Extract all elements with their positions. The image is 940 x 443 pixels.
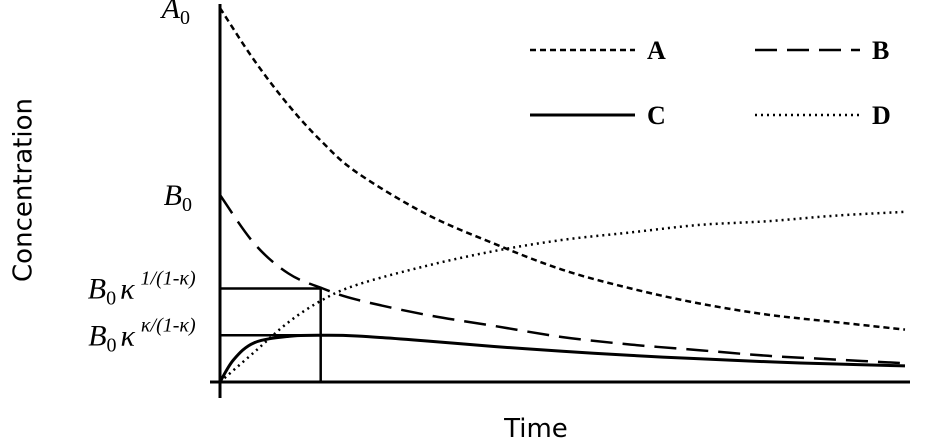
series-line-b [218, 194, 906, 365]
series-line-a [218, 7, 906, 331]
legend-label: B [872, 36, 889, 65]
series-lines [218, 7, 906, 383]
y-tick-label-text: A0 [160, 0, 190, 29]
y-tick-label: A0 [160, 0, 190, 29]
legend-label: A [647, 36, 666, 65]
legend: A B C D [530, 36, 891, 130]
y-axis-label: Concentration [9, 98, 39, 282]
y-tick-label-text: B0 [164, 179, 192, 216]
legend-label: D [872, 101, 891, 130]
legend-entry-b: B [755, 36, 889, 65]
legend-label: C [647, 101, 666, 130]
series-line-d [219, 210, 906, 383]
legend-entry-d: D [755, 101, 891, 130]
axes [210, 4, 910, 398]
legend-entry-c: C [530, 101, 666, 130]
series-line-c [218, 333, 906, 383]
legend-entry-a: A [530, 36, 666, 65]
x-axis-label: Time [503, 414, 568, 443]
y-tick-label: B0 [164, 179, 192, 216]
